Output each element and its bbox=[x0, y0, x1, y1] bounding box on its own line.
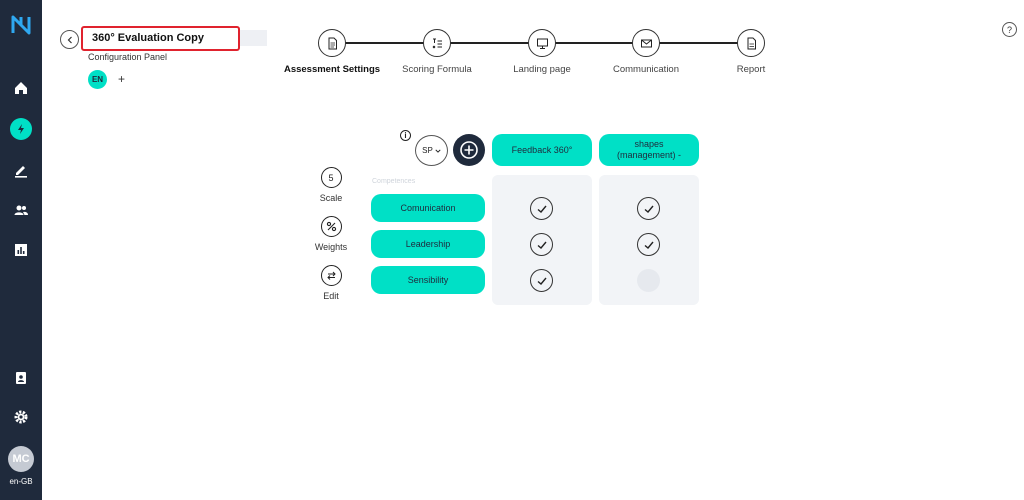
app-logo-icon[interactable] bbox=[10, 14, 32, 36]
info-icon[interactable]: i bbox=[400, 130, 411, 141]
step-label: Report bbox=[736, 64, 766, 75]
add-column-button[interactable] bbox=[453, 134, 485, 166]
weights-tool[interactable]: Weights bbox=[312, 216, 350, 252]
check-icon bbox=[537, 205, 547, 213]
bolt-icon bbox=[18, 124, 24, 134]
step-report[interactable]: Report bbox=[701, 29, 801, 75]
sidebar: MC en-GB bbox=[0, 0, 42, 500]
report-icon bbox=[747, 37, 756, 49]
back-button[interactable] bbox=[60, 30, 79, 49]
avatar[interactable]: MC bbox=[8, 446, 34, 472]
sidebar-item-assessments[interactable] bbox=[0, 117, 42, 141]
step-assessment-settings[interactable]: Assessment Settings bbox=[282, 29, 382, 75]
step-communication[interactable]: Communication bbox=[596, 29, 696, 75]
percent-icon bbox=[326, 221, 336, 232]
tool-label: Weights bbox=[314, 242, 348, 252]
scale-number-icon: 5 bbox=[320, 167, 342, 188]
title-field-background bbox=[232, 30, 267, 46]
check-toggle-empty[interactable] bbox=[637, 269, 660, 292]
check-icon bbox=[644, 241, 654, 249]
sidebar-item-users[interactable] bbox=[0, 198, 42, 222]
sidebar-item-reports[interactable] bbox=[0, 238, 42, 262]
check-toggle[interactable] bbox=[530, 197, 553, 220]
page-subtitle: Configuration Panel bbox=[88, 52, 168, 62]
competency-sensibility[interactable]: Sensibility bbox=[371, 266, 485, 294]
swap-arrows-icon bbox=[326, 271, 336, 280]
locale-label[interactable]: en-GB bbox=[9, 477, 33, 486]
scale-tool[interactable]: 5 Scale bbox=[312, 167, 350, 203]
chevron-down-icon bbox=[435, 149, 441, 153]
step-label: Communication bbox=[613, 64, 679, 75]
sidebar-item-settings[interactable] bbox=[0, 405, 42, 429]
step-scoring-formula[interactable]: Scoring Formula bbox=[387, 29, 487, 75]
help-button[interactable]: ? bbox=[1002, 22, 1017, 37]
edit-tool[interactable]: Edit bbox=[312, 265, 350, 301]
column-header-feedback[interactable]: Feedback 360° bbox=[492, 134, 592, 166]
language-selector[interactable]: SP bbox=[415, 135, 448, 166]
tool-label: Scale bbox=[319, 193, 343, 203]
document-user-icon bbox=[16, 372, 26, 384]
competency-leadership[interactable]: Leadership bbox=[371, 230, 485, 258]
page-title[interactable]: 360° Evaluation Copy bbox=[81, 26, 240, 51]
gear-icon bbox=[14, 410, 28, 424]
step-label: Scoring Formula bbox=[402, 64, 472, 75]
check-toggle[interactable] bbox=[530, 233, 553, 256]
language-selector-label: SP bbox=[422, 146, 433, 155]
sidebar-item-home[interactable] bbox=[0, 76, 42, 100]
monitor-icon bbox=[536, 38, 548, 49]
plus-circle-icon bbox=[460, 141, 478, 159]
column-header-shapes[interactable]: shapes (management) - bbox=[599, 134, 699, 166]
sidebar-item-edit[interactable] bbox=[0, 158, 42, 182]
formula-icon bbox=[432, 38, 442, 48]
check-icon bbox=[537, 277, 547, 285]
chevron-left-icon bbox=[67, 36, 72, 43]
check-toggle[interactable] bbox=[530, 269, 553, 292]
step-label: Assessment Settings bbox=[283, 64, 381, 75]
check-toggle[interactable] bbox=[637, 233, 660, 256]
check-icon bbox=[537, 241, 547, 249]
step-landing-page[interactable]: Landing page bbox=[492, 29, 592, 75]
envelope-icon bbox=[640, 39, 652, 47]
bar-chart-icon bbox=[15, 244, 27, 256]
pencil-icon bbox=[15, 166, 27, 178]
tool-label: Edit bbox=[323, 291, 339, 301]
check-icon bbox=[644, 205, 654, 213]
users-icon bbox=[14, 205, 28, 215]
document-icon bbox=[328, 37, 337, 49]
step-label: Landing page bbox=[513, 64, 571, 75]
check-toggle[interactable] bbox=[637, 197, 660, 220]
competencies-label: Competences bbox=[372, 178, 416, 185]
sidebar-item-profile-docs[interactable] bbox=[0, 366, 42, 390]
competency-comunication[interactable]: Comunication bbox=[371, 194, 485, 222]
home-icon bbox=[15, 82, 27, 94]
add-language-button[interactable]: + bbox=[118, 72, 126, 86]
language-chip[interactable]: EN bbox=[88, 70, 107, 89]
